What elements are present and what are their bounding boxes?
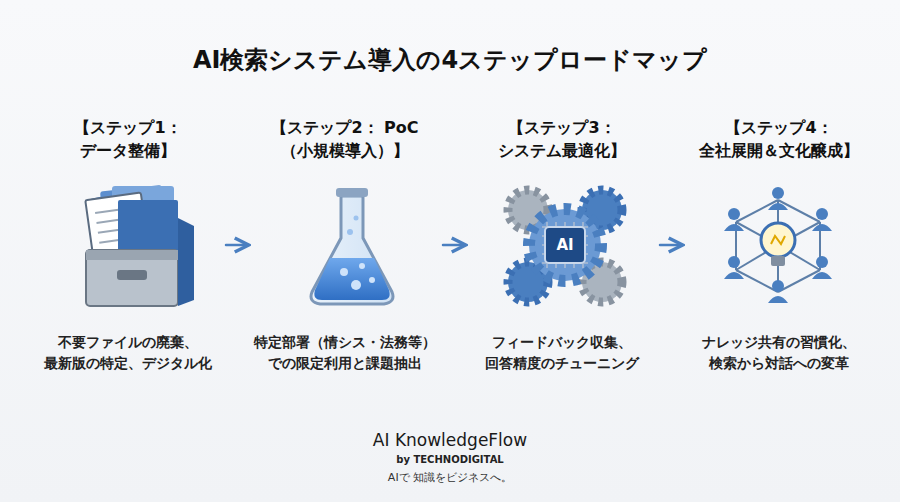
network-icon: [724, 187, 832, 303]
step-description: 不要ファイルの廃棄、 最新版の特定、デジタル化: [33, 332, 223, 374]
brand-tagline: AIで 知識をビジネスへ。: [388, 470, 512, 485]
diagram-title: AI検索システム導入の4ステップロードマップ: [0, 44, 900, 76]
step-heading: 【ステップ3： システム最適化】: [475, 116, 650, 162]
step-description: ナレッジ共有の習慣化、 検索から対話への変革: [684, 332, 874, 374]
flow-arrow: [660, 244, 681, 247]
step-description: フィードバック収集、 回答精度のチューニング: [467, 332, 657, 374]
step-node: 【ステップ4： 全社展開＆文化醸成】ナレッジ共有の習慣化、 検索から対話への変革: [684, 116, 874, 374]
brand-name: AI KnowledgeFlow: [373, 430, 527, 450]
step-node: 【ステップ2： PoC（小規模導入）】特定部署（情シス・法務等） での限定利用と…: [250, 116, 440, 374]
brand-byline: by TECHNODIGITAL: [396, 454, 504, 465]
step-node: 【ステップ1： データ整備】不要ファイルの廃棄、 最新版の特定、デジタル化: [33, 116, 223, 374]
step-heading: 【ステップ4： 全社展開＆文化醸成】: [692, 116, 867, 162]
step-heading: 【ステップ1： データ整備】: [41, 116, 216, 162]
flow-arrow: [443, 244, 464, 247]
step-heading: 【ステップ2： PoC（小規模導入）】: [258, 116, 433, 162]
chip-label: AI: [556, 236, 573, 254]
flow-arrow: [226, 244, 247, 247]
file-box-icon: [85, 185, 194, 306]
flask-icon: [311, 188, 393, 304]
step-description: 特定部署（情シス・法務等） での限定利用と課題抽出: [250, 332, 440, 374]
gears-icon: [508, 190, 622, 302]
